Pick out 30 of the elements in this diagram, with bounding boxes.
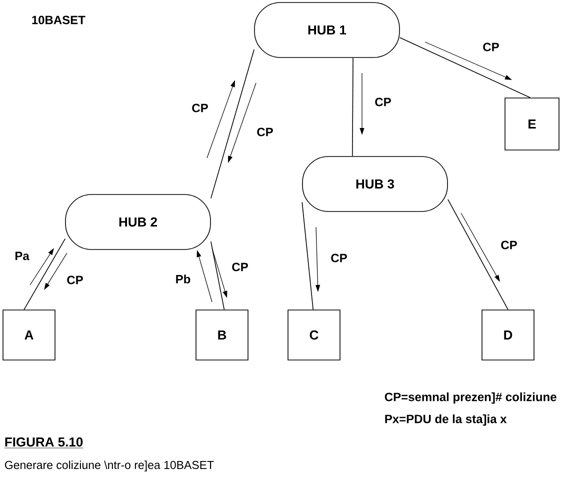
- connection-line: [210, 241, 225, 310]
- signal-label: CP: [67, 276, 83, 284]
- hub-box: HUB 2: [65, 194, 211, 250]
- station-box: D: [482, 310, 534, 360]
- figure-caption: Generare coliziune \ntr-o re]ea 10BASET: [5, 460, 214, 472]
- connection-line: [210, 49, 254, 199]
- figure-title: FIGURA 5.10: [4, 437, 84, 448]
- connection-line: [302, 202, 314, 310]
- signal-label: CP: [483, 42, 499, 52]
- hub-box: HUB 1: [254, 2, 400, 58]
- legend-text: CP=semnal prezen]# coliziune: [384, 392, 556, 404]
- connection-line: [400, 37, 531, 98]
- signal-label: CP: [192, 104, 208, 112]
- signal-label: CP: [257, 128, 273, 136]
- signal-label: Pb: [176, 274, 190, 284]
- signal-label: CP: [232, 262, 248, 272]
- station-box: B: [196, 310, 248, 360]
- signal-label: CP: [375, 98, 391, 106]
- connection-line: [24, 238, 66, 310]
- signal-label: Pa: [15, 252, 30, 260]
- station-box: A: [2, 310, 56, 360]
- station-box: C: [288, 310, 340, 360]
- title-label: 10BASET: [32, 16, 86, 24]
- hub-box: HUB 3: [302, 156, 448, 212]
- legend-text: Px=PDU de la sta]ia x: [385, 414, 507, 426]
- signal-label: CP: [501, 240, 517, 250]
- connection-line: [352, 58, 354, 156]
- signal-label: CP: [331, 254, 347, 262]
- connection-line: [448, 199, 508, 310]
- station-box: E: [504, 98, 560, 150]
